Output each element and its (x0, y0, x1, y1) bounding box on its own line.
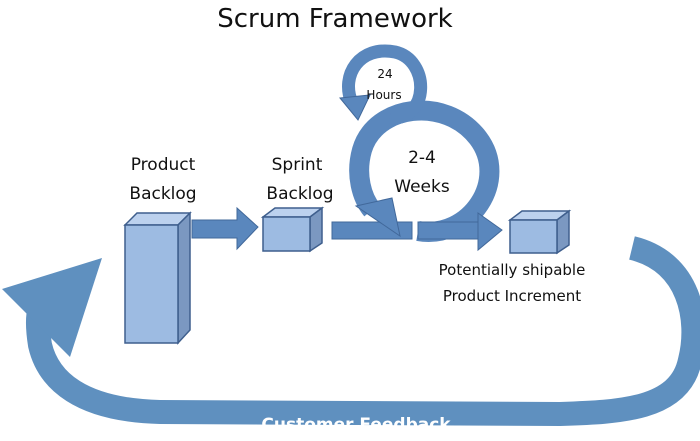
increment-label-line2: Product Increment (443, 287, 581, 305)
diagram-title: Scrum Framework (217, 4, 453, 34)
product-backlog-box (123, 211, 192, 345)
sprint-backlog-label-line1: Sprint (272, 155, 323, 175)
sprint-cycle-label-line1: 2-4 (408, 148, 436, 168)
customer-feedback-label: Customer Feedback (261, 415, 451, 435)
product-backlog-label-line1: Product (131, 155, 196, 175)
customer-feedback-arrow (2, 236, 700, 427)
arrow-product-to-sprint (191, 206, 259, 251)
increment-label-line1: Potentially shipable (439, 261, 586, 279)
sprint-cycle-arrow (331, 100, 503, 252)
sprint-backlog-label-line2: Backlog (266, 184, 333, 204)
daily-cycle-label-line1: 24 (377, 67, 392, 81)
daily-cycle-arrow (339, 44, 428, 125)
feedback-arrowhead (2, 258, 102, 357)
sprint-backlog-box (260, 206, 325, 253)
product-backlog-label-line2: Backlog (129, 184, 196, 204)
product-increment-box (507, 209, 572, 255)
sprint-cycle-label-line2: Weeks (394, 177, 450, 197)
daily-cycle-label-line2: Hours (366, 88, 401, 102)
